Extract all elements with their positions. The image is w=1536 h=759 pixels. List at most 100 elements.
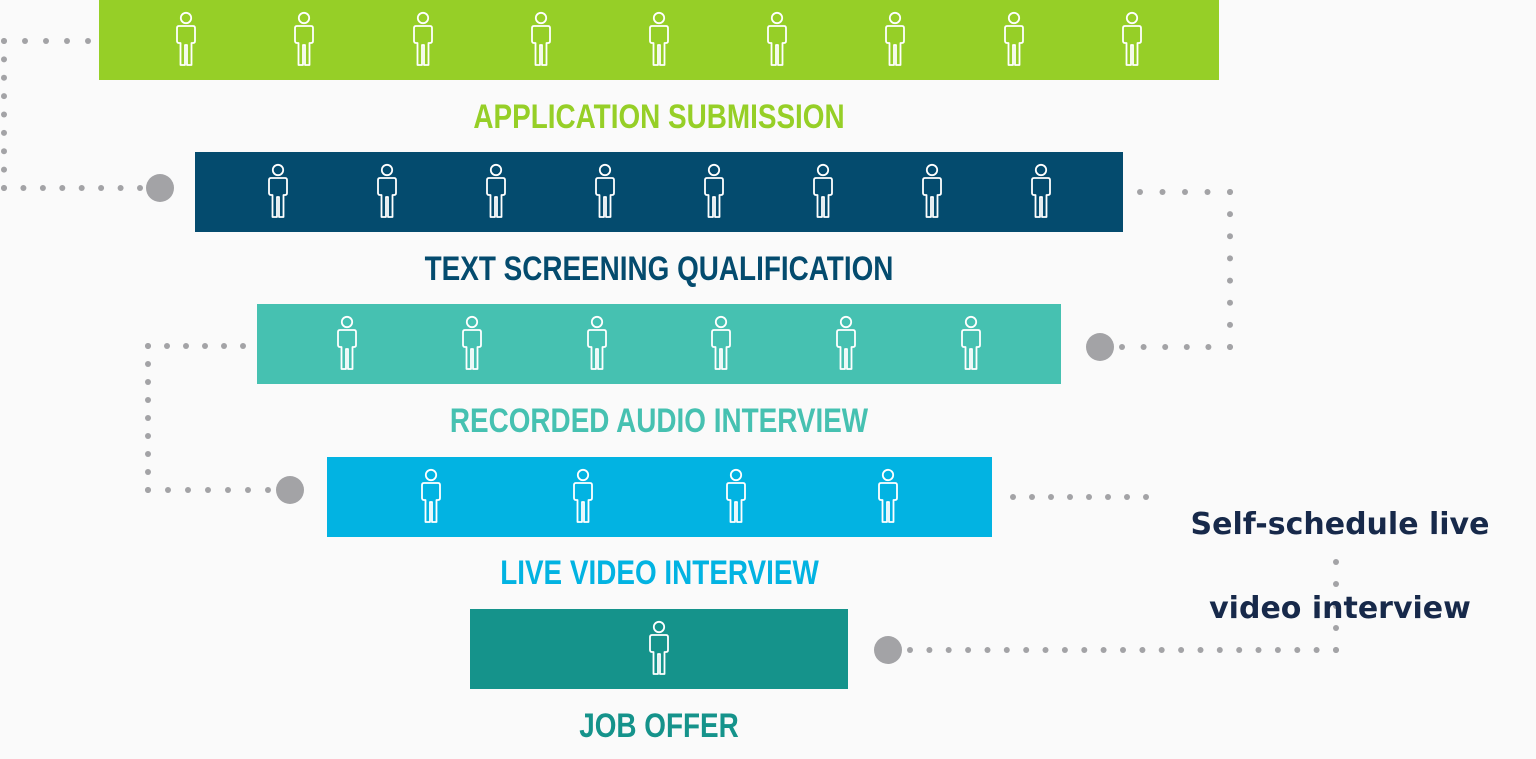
- person-icon-wrapper: [127, 11, 245, 69]
- connector-dot: [1227, 277, 1233, 284]
- person-icon-wrapper: [986, 163, 1095, 221]
- person-icon-wrapper: [660, 468, 812, 526]
- person-icon-wrapper: [955, 11, 1073, 69]
- connector-dot: [1333, 625, 1339, 631]
- connector-dot: [64, 38, 70, 44]
- dot-icon: [874, 636, 902, 664]
- connector-dot: [1162, 344, 1169, 350]
- connector-dot: [1061, 647, 1068, 653]
- connector-dot: [117, 185, 124, 191]
- person-icon-wrapper: [470, 620, 848, 678]
- person-icon-wrapper: [836, 11, 954, 69]
- connector-dot: [1139, 647, 1146, 653]
- connector-dot: [1137, 189, 1143, 195]
- connector-dot: [98, 185, 105, 191]
- person-icon-wrapper: [784, 315, 909, 373]
- connector-dot: [205, 487, 211, 493]
- connector-dot: [165, 487, 171, 493]
- connector-dot: [39, 185, 46, 191]
- connector-dot: [1159, 189, 1166, 195]
- person-outline-icon: [836, 315, 856, 370]
- connector-dot: [164, 343, 170, 349]
- person-outline-icon: [1121, 11, 1142, 66]
- connector-dot: [137, 185, 143, 191]
- person-icon-wrapper: [812, 468, 964, 526]
- connector-dot: [1333, 559, 1339, 565]
- connector-dot: [145, 451, 151, 457]
- connector-dot: [1333, 581, 1339, 587]
- connector-dot: [1204, 189, 1211, 195]
- person-icon-wrapper: [1073, 11, 1191, 69]
- person-icon-wrapper: [659, 315, 784, 373]
- people-row: [99, 0, 1219, 80]
- connector-dot: [1119, 344, 1125, 350]
- connector-dot: [78, 185, 85, 191]
- connector-dot: [43, 38, 49, 44]
- person-icon-wrapper: [600, 11, 718, 69]
- connector-dot: [1010, 494, 1016, 500]
- person-outline-icon: [412, 11, 433, 66]
- person-icon-wrapper: [355, 468, 507, 526]
- person-icon-wrapper: [507, 468, 659, 526]
- person-outline-icon: [649, 11, 669, 66]
- person-outline-icon: [703, 163, 724, 218]
- connector-dot: [145, 469, 151, 475]
- person-icon-wrapper: [285, 315, 410, 373]
- connector-dot: [1236, 647, 1243, 653]
- connector-dot: [1294, 647, 1301, 653]
- person-outline-icon: [960, 315, 981, 370]
- person-outline-icon: [921, 163, 942, 218]
- connector-dot: [1086, 494, 1092, 500]
- connector-dot: [1, 38, 7, 44]
- connector-dot: [221, 343, 227, 349]
- connector-dot: [1255, 647, 1262, 653]
- connector-dot: [1227, 189, 1233, 195]
- person-outline-icon: [649, 620, 669, 675]
- person-icon-wrapper: [534, 315, 659, 373]
- people-row: [327, 457, 992, 537]
- person-icon-wrapper: [550, 163, 659, 221]
- connector-dot: [1227, 344, 1233, 350]
- connector-dot: [1143, 494, 1149, 500]
- connector-dot: [1, 148, 7, 155]
- connector-dot: [145, 415, 151, 421]
- connector-dot: [984, 647, 991, 653]
- connector-dot: [1182, 189, 1188, 195]
- self-schedule-note: Self-schedule live video interview: [1170, 462, 1510, 630]
- connector-dot: [145, 361, 151, 367]
- connector-dot: [225, 487, 231, 493]
- person-outline-icon: [530, 11, 551, 66]
- connector-dot: [1178, 647, 1185, 653]
- stage-label-job-offer: JOB OFFER: [579, 707, 739, 745]
- connector-dot: [1140, 344, 1147, 350]
- connector-dot: [240, 343, 246, 349]
- connector-dot: [1227, 255, 1233, 262]
- stage-bar-application-submission: [99, 0, 1219, 80]
- person-icon-wrapper: [245, 11, 363, 69]
- stage-label-text-screening: TEXT SCREENING QUALIFICATION: [424, 250, 894, 288]
- people-row: [470, 609, 848, 689]
- connector-dot: [1, 166, 7, 173]
- person-icon-wrapper: [410, 315, 535, 373]
- connector-dot: [926, 647, 933, 653]
- dot-icon: [276, 476, 304, 504]
- connector-dot: [1158, 647, 1165, 653]
- person-outline-icon: [1030, 163, 1051, 218]
- connector-dot: [1100, 647, 1107, 653]
- connector-dot: [1, 93, 7, 100]
- person-outline-icon: [885, 11, 906, 66]
- connector-dot: [1, 56, 7, 63]
- person-outline-icon: [711, 315, 732, 370]
- connector-dot: [145, 433, 151, 439]
- person-outline-icon: [337, 315, 358, 370]
- person-outline-icon: [294, 11, 315, 66]
- note-line-2: video interview: [1209, 591, 1471, 626]
- connector-dot: [145, 397, 151, 403]
- person-outline-icon: [594, 163, 615, 218]
- person-outline-icon: [586, 315, 607, 370]
- connector-dot: [1205, 344, 1212, 350]
- person-icon-wrapper: [768, 163, 877, 221]
- connector-dot: [945, 647, 952, 653]
